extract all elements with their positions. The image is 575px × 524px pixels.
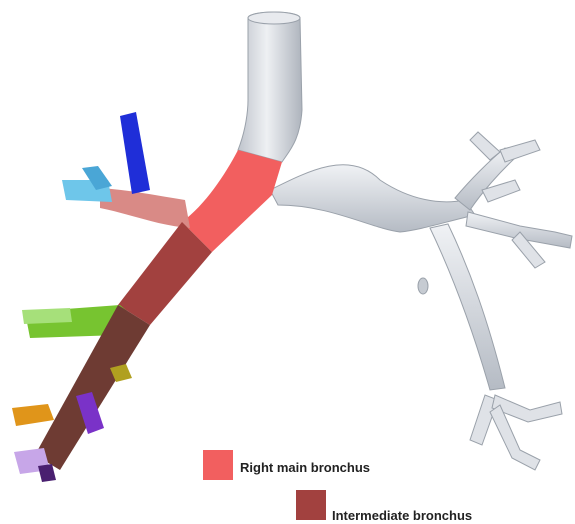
left-upper-sub-1 [470, 132, 500, 160]
trachea-opening [248, 12, 300, 24]
middle-lobe-light [22, 308, 72, 324]
legend-swatch-intermediate-bronchus [296, 490, 326, 520]
apical-segment [120, 112, 150, 194]
left-upper-sub-2 [500, 140, 540, 162]
basal-segment-dark [38, 464, 56, 482]
left-lower-stub [418, 278, 428, 294]
right-main-bronchus [182, 150, 282, 252]
right-upper-lobe-bronchus [100, 188, 190, 228]
basal-segment-orange [12, 404, 54, 426]
legend-label-right-main-bronchus: Right main bronchus [240, 460, 370, 476]
left-lower-lobe-bronchus [430, 224, 505, 390]
legend-swatch-right-main-bronchus [203, 450, 233, 480]
left-main-bronchus [270, 165, 475, 232]
left-bronchial-tree [238, 12, 572, 470]
trachea [238, 12, 302, 162]
right-bronchial-tree [12, 112, 282, 482]
